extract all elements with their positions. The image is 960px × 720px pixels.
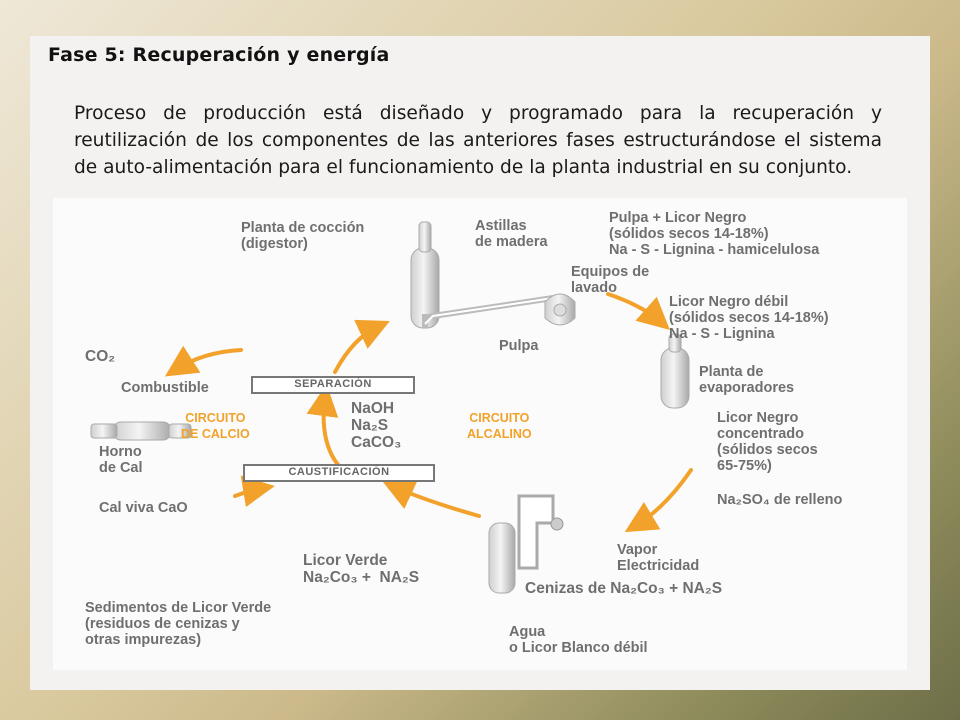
flow-arrows bbox=[164, 292, 693, 533]
slide-body-text: Proceso de producción está diseñado y pr… bbox=[74, 103, 882, 178]
label-pulpa: Pulpa bbox=[499, 338, 539, 354]
label-sedimentos: Sedimentos de Licor Verde (residuos de c… bbox=[85, 600, 272, 648]
separacion-box: SEPARACIÓN bbox=[251, 376, 415, 394]
label-agua-licor-blanco: Agua o Licor Blanco débil bbox=[509, 624, 648, 656]
label-cal-viva: Cal viva CaO bbox=[99, 500, 188, 516]
label-cenizas: Cenizas de Na₂Co₃ + NA₂S bbox=[525, 580, 723, 597]
label-na2so4-relleno: Na₂SO₄ de relleno bbox=[717, 492, 843, 508]
label-quimicos: NaOH Na₂S CaCO₃ bbox=[351, 400, 402, 451]
label-pulpa-licor-negro: Pulpa + Licor Negro (sólidos secos 14-18… bbox=[609, 210, 820, 258]
process-diagram: Planta de cocción (digestor) Astillas de… bbox=[53, 198, 907, 670]
slide-title: Fase 5: Recuperación y energía bbox=[48, 44, 390, 66]
label-licor-verde: Licor Verde Na₂Co₃ + NA₂S bbox=[303, 552, 420, 586]
label-combustible: Combustible bbox=[121, 380, 209, 396]
label-planta-coccion: Planta de cocción (digestor) bbox=[241, 220, 365, 252]
caustificacion-box: CAUSTIFICACIÓN bbox=[243, 464, 435, 482]
label-equipos-lavado: Equipos de lavado bbox=[571, 264, 650, 296]
lime-kiln-equipment bbox=[90, 421, 192, 441]
label-licor-negro-debil: Licor Negro débil (sólidos secos 14-18%)… bbox=[669, 294, 829, 342]
label-co2: CO₂ bbox=[85, 348, 116, 365]
label-planta-evaporadores: Planta de evaporadores bbox=[699, 364, 795, 396]
label-vapor-electricidad: Vapor Electricidad bbox=[617, 542, 700, 574]
recovery-boiler-equipment bbox=[488, 494, 564, 594]
label-astillas: Astillas de madera bbox=[475, 218, 548, 250]
label-licor-negro-concentrado: Licor Negro concentrado (sólidos secos 6… bbox=[717, 410, 818, 474]
label-horno-cal: Horno de Cal bbox=[99, 444, 143, 476]
evaporator-equipment bbox=[660, 333, 690, 409]
label-circuito-calcio: CIRCUITO DE CALCIO bbox=[181, 411, 250, 441]
washer-equipment bbox=[544, 293, 576, 326]
digester-equipment bbox=[410, 221, 554, 329]
label-circuito-alcalino: CIRCUITO ALCALINO bbox=[467, 411, 532, 441]
diagram-graphics bbox=[90, 221, 693, 594]
